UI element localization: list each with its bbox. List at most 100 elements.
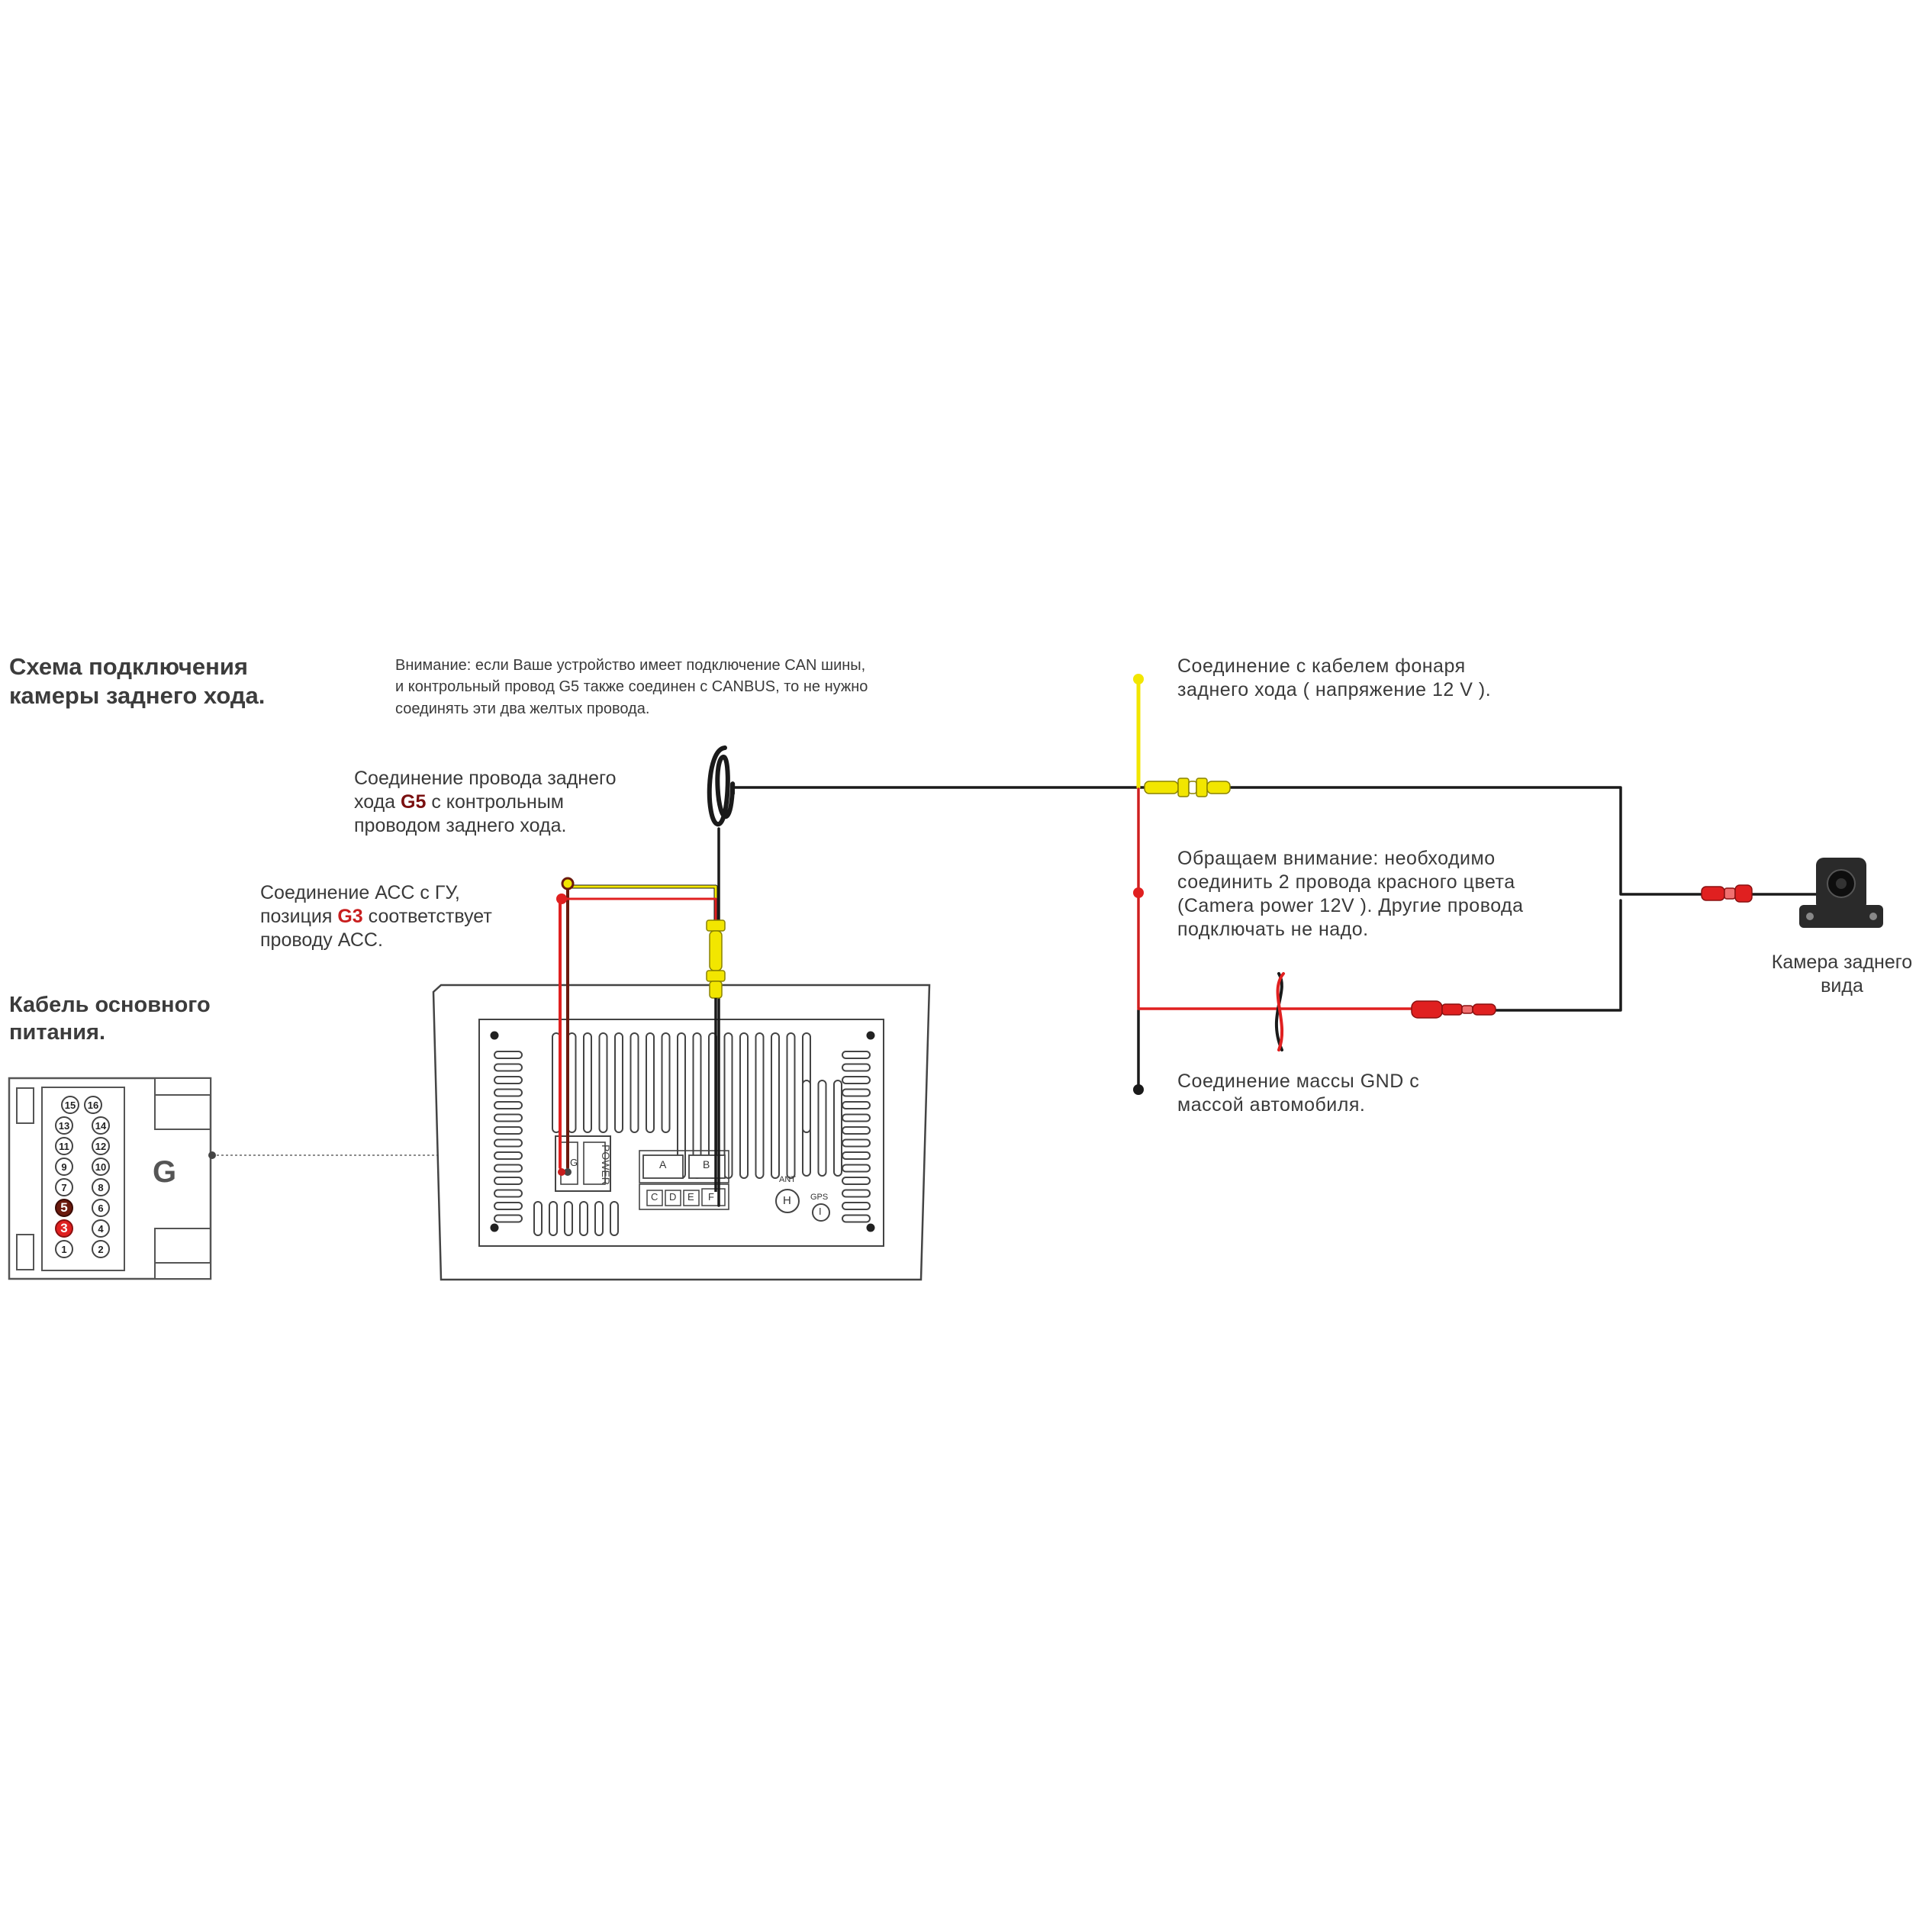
reverse-light-label: Соединение с кабелем фонаря заднего хода… — [1177, 655, 1491, 702]
gnd-line-2: массой автомобиля. — [1177, 1094, 1366, 1116]
port-c — [646, 1190, 663, 1206]
attention-line-3: (Camera power 12V ). Другие провода — [1177, 895, 1524, 916]
vent-left — [494, 1189, 523, 1198]
vent-mid — [817, 1080, 827, 1177]
acc-connection-label: Соединение АСС с ГУ, позиция G3 соответс… — [260, 881, 492, 952]
vent-right — [842, 1214, 871, 1223]
vent-left — [494, 1051, 523, 1059]
attention-line-4: подключать не надо. — [1177, 919, 1369, 940]
vent-left — [494, 1126, 523, 1135]
gnd-line-1: Соединение массы GND с — [1177, 1071, 1420, 1092]
port-b-label: B — [703, 1158, 710, 1170]
pin-8 — [92, 1178, 110, 1196]
page-title: Схема подключения камеры заднего хода. — [9, 652, 265, 711]
warning-note: Внимание: если Ваше устройство имеет под… — [395, 655, 868, 720]
rear-camera — [1799, 858, 1883, 928]
red-acc-wire — [560, 897, 717, 926]
vent-left — [494, 1088, 523, 1097]
gnd-label: Соединение массы GND с массой автомобиля… — [1177, 1070, 1419, 1117]
reverse-light-line-2: заднего хода ( напряжение 12 V ). — [1177, 679, 1492, 700]
vent-top — [630, 1032, 639, 1133]
wire-coil — [707, 745, 736, 826]
pin-label-4: 4 — [98, 1223, 104, 1235]
vent-mid — [833, 1080, 842, 1177]
port-f-label: F — [708, 1191, 714, 1203]
head-unit — [432, 984, 931, 1281]
pin-5 — [55, 1199, 73, 1217]
port-a-label: A — [659, 1158, 667, 1170]
vent-top — [755, 1032, 765, 1179]
vent-bottom — [564, 1201, 573, 1236]
reverse-light-line-1: Соединение с кабелем фонаря — [1177, 655, 1466, 677]
red-camera-connector — [1701, 884, 1753, 903]
vent-left — [494, 1151, 523, 1160]
pin-label-7: 7 — [61, 1182, 66, 1193]
camera-label: Камера заднего вида — [1755, 951, 1929, 998]
red-power-connector — [1411, 1000, 1496, 1019]
pin-9 — [55, 1158, 73, 1176]
pin-label-16: 16 — [88, 1100, 98, 1111]
g5-wire-end-dot — [561, 877, 575, 890]
vent-top — [598, 1032, 608, 1133]
vent-left — [494, 1076, 523, 1084]
warning-line-3: соединять эти два желтых провода. — [395, 700, 650, 717]
pin-label-2: 2 — [98, 1244, 103, 1255]
vent-bottom — [549, 1201, 558, 1236]
power-connector — [8, 1077, 212, 1280]
attention-label: Обращаем внимание: необходимо соединить … — [1177, 847, 1524, 942]
port-e-label: E — [687, 1191, 694, 1203]
camera-line-2: вида — [1821, 975, 1863, 997]
vent-top — [771, 1032, 780, 1179]
pin-label-12: 12 — [95, 1141, 106, 1152]
pin-7 — [55, 1178, 73, 1196]
pin-label-1: 1 — [61, 1244, 66, 1255]
connector-link-dot — [208, 1151, 216, 1159]
g5-line-2-pre: хода — [354, 791, 401, 813]
black-camera-wire — [1494, 899, 1622, 1012]
camera-line-1: Камера заднего — [1771, 952, 1913, 973]
vent-left — [494, 1202, 523, 1210]
pin-14 — [92, 1116, 110, 1135]
port-e — [683, 1190, 700, 1206]
connector-letter: G — [153, 1155, 177, 1189]
vent-bottom — [579, 1201, 588, 1236]
yellow-rca-horizontal — [1144, 778, 1231, 797]
acc-line-2-pre: позиция — [260, 906, 338, 927]
g5-line-3: проводом заднего хода. — [354, 815, 567, 836]
gps-label: GPS — [810, 1193, 829, 1202]
vent-bottom — [594, 1201, 604, 1236]
vent-top — [786, 1032, 796, 1179]
g-label: G — [570, 1157, 578, 1168]
attention-line-2: соединить 2 провода красного цвета — [1177, 871, 1515, 893]
pin-11 — [55, 1137, 73, 1155]
acc-line-3: проводу АСС. — [260, 929, 383, 951]
gps-port — [812, 1203, 830, 1222]
vent-left — [494, 1113, 523, 1122]
pin-2 — [92, 1240, 110, 1258]
vent-right — [842, 1202, 871, 1210]
pin-label-6: 6 — [98, 1203, 103, 1214]
power-cable-line-1: Кабель основного — [9, 993, 211, 1017]
g5-line-1: Соединение провода заднего — [354, 768, 617, 789]
vent-left — [494, 1101, 523, 1109]
vent-right — [842, 1177, 871, 1185]
ant-letter: H — [783, 1194, 791, 1207]
pin-15 — [61, 1096, 79, 1114]
pin-label-14: 14 — [95, 1120, 107, 1132]
port-d-label: D — [669, 1191, 677, 1203]
power-cable-label: Кабель основного питания. — [9, 992, 211, 1047]
vent-top — [614, 1032, 623, 1133]
pin-16 — [84, 1096, 102, 1114]
port-d — [665, 1190, 681, 1206]
red-power-wire — [1137, 787, 1413, 1010]
vent-right — [842, 1076, 871, 1084]
red-wire-end-dot — [1133, 887, 1144, 898]
vent-top — [739, 1032, 749, 1179]
attention-line-1: Обращаем внимание: необходимо — [1177, 848, 1496, 869]
g5-connection-label: Соединение провода заднего хода G5 с кон… — [354, 767, 616, 838]
gps-letter: I — [819, 1206, 822, 1217]
yellow-g5-wire — [565, 881, 718, 927]
acc-line-1: Соединение АСС с ГУ, — [260, 882, 460, 903]
